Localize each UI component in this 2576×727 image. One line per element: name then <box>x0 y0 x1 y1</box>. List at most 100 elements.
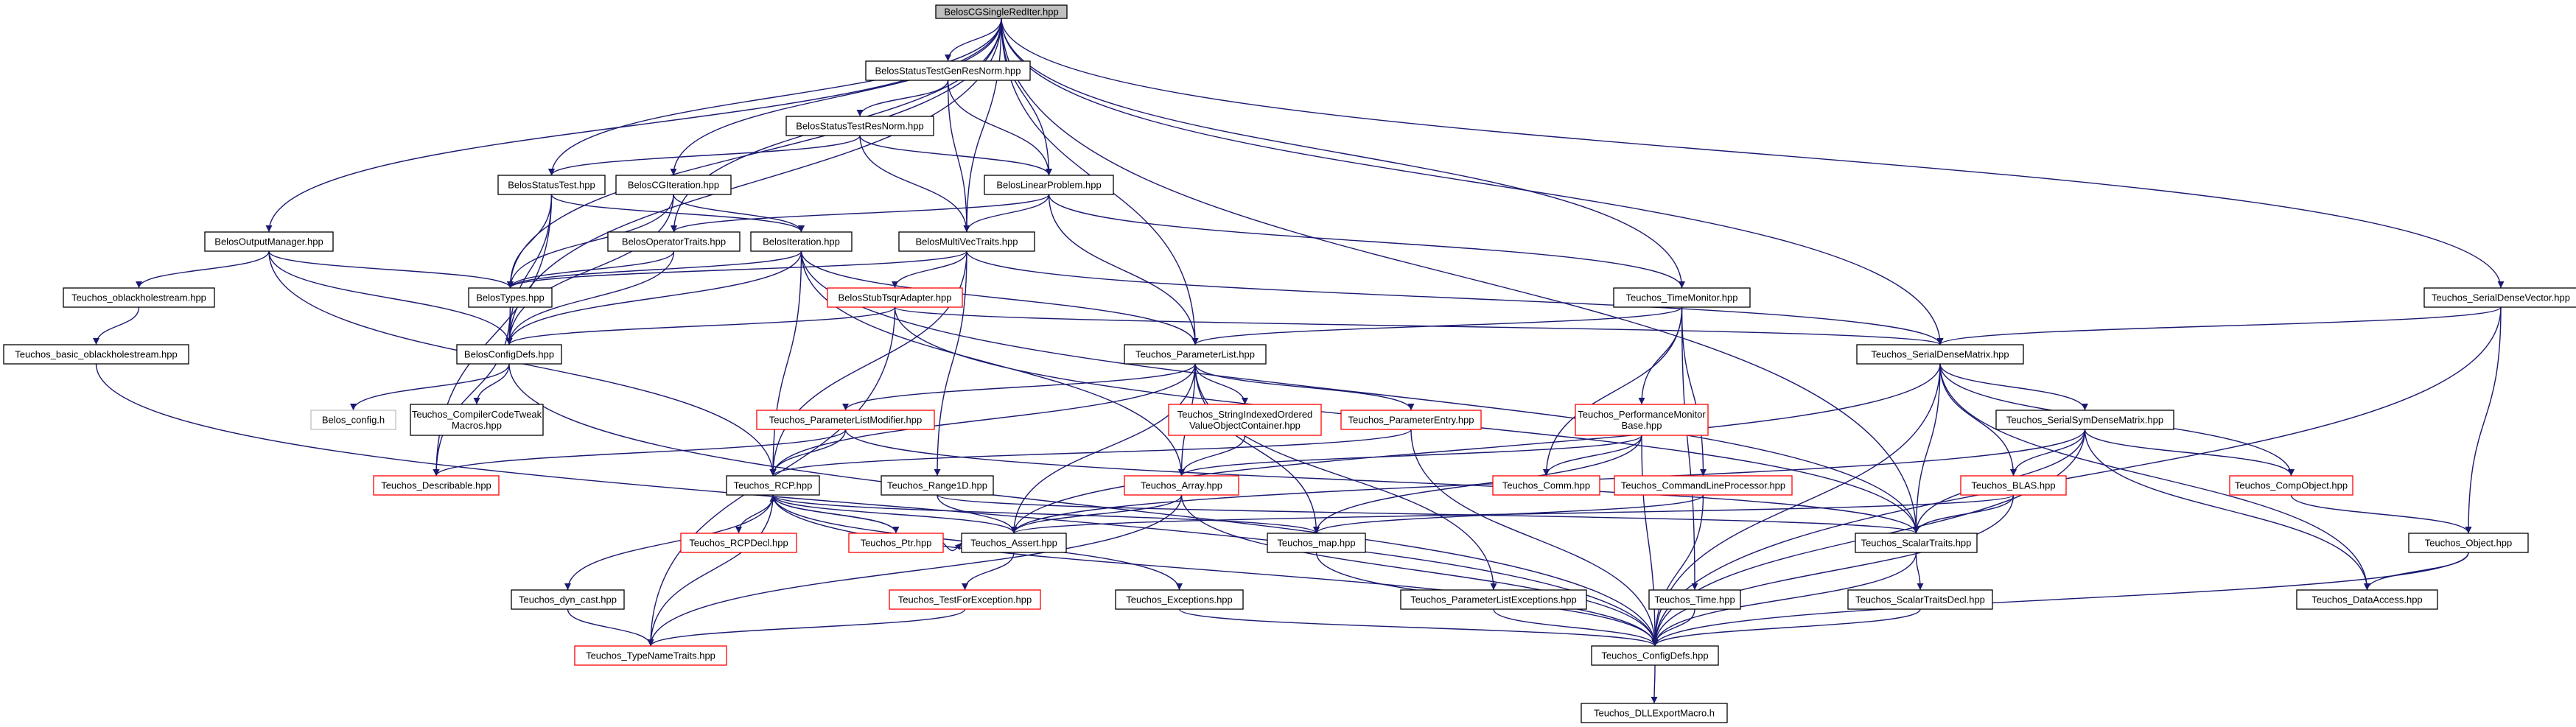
graph-node-array[interactable]: Teuchos_Array.hpp <box>1124 475 1239 496</box>
graph-node-statusTest[interactable]: BelosStatusTest.hpp <box>497 175 606 195</box>
graph-node-testForException[interactable]: Teuchos_TestForException.hpp <box>889 589 1041 610</box>
graph-node-serialDenseVector[interactable]: Teuchos_SerialDenseVector.hpp <box>2423 287 2576 308</box>
graph-node-basicOblackhole[interactable]: Teuchos_basic_oblackholestream.hpp <box>3 344 189 365</box>
graph-node-statusTestResNorm[interactable]: BelosStatusTestResNorm.hpp <box>785 116 934 136</box>
edge-line <box>800 250 1919 534</box>
dependency-edge <box>937 494 1919 534</box>
graph-node-dataAccess[interactable]: Teuchos_DataAccess.hpp <box>2296 589 2438 610</box>
graph-node-ptr[interactable]: Teuchos_Ptr.hpp <box>848 533 944 553</box>
dependency-edge <box>963 194 1050 233</box>
graph-node-rcpDecl[interactable]: Teuchos_RCPDecl.hpp <box>680 533 797 553</box>
graph-node-assert[interactable]: Teuchos_Assert.hpp <box>961 533 1067 553</box>
edge-line <box>1178 435 1246 477</box>
dependency-edge <box>2010 429 2086 477</box>
graph-node-belosTypes[interactable]: BelosTypes.hpp <box>468 287 553 308</box>
graph-node-blas[interactable]: Teuchos_BLAS.hpp <box>1960 475 2067 496</box>
node-label: Teuchos_SerialDenseVector.hpp <box>2432 292 2570 303</box>
dependency-edge <box>564 494 774 591</box>
edge-line <box>894 306 1944 345</box>
edge-line <box>772 494 1320 534</box>
graph-node-timeMonitor[interactable]: Teuchos_TimeMonitor.hpp <box>1613 287 1751 308</box>
graph-node-exceptions[interactable]: Teuchos_Exceptions.hpp <box>1115 589 1244 610</box>
edge-line <box>1194 363 1415 411</box>
node-label: Teuchos_ScalarTraitsDecl.hpp <box>1855 594 1985 605</box>
graph-node-dllExport[interactable]: Teuchos_DLLExportMacro.h <box>1581 703 1728 723</box>
dependency-edge <box>894 306 1944 345</box>
graph-node-cmdLine[interactable]: Teuchos_CommandLineProcessor.hpp <box>1614 475 1793 496</box>
graph-node-oblackhole[interactable]: Teuchos_oblackholestream.hpp <box>63 287 215 308</box>
edge-line <box>947 80 1052 176</box>
dependency-edge <box>268 250 514 289</box>
graph-node-time[interactable]: Teuchos_Time.hpp <box>1648 589 1741 610</box>
graph-node-stubTsqr[interactable]: BelosStubTsqrAdapter.hpp <box>827 287 963 308</box>
node-box <box>785 116 934 136</box>
edge-line <box>505 18 1002 345</box>
node-label: BelosStatusTest.hpp <box>508 180 595 191</box>
graph-node-rcp[interactable]: Teuchos_RCP.hpp <box>726 475 820 496</box>
dependency-edge <box>507 250 675 289</box>
graph-node-parameterList[interactable]: Teuchos_ParameterList.hpp <box>1124 344 1267 365</box>
node-box <box>1847 589 1993 610</box>
graph-node-serialSymDense[interactable]: Teuchos_SerialSymDenseMatrix.hpp <box>1995 410 2174 430</box>
graph-node-operatorTraits[interactable]: BelosOperatorTraits.hpp <box>607 231 741 252</box>
dependency-edge <box>934 250 967 477</box>
graph-node-configDefs[interactable]: Teuchos_ConfigDefs.hpp <box>1591 645 1719 666</box>
dependency-edge <box>800 250 1185 477</box>
graph-node-serialDenseMatrix[interactable]: Teuchos_SerialDenseMatrix.hpp <box>1856 344 2024 365</box>
graph-node-belosConfigH[interactable]: Belos_config.h <box>310 410 396 430</box>
dependency-edge <box>1410 429 1659 647</box>
graph-node-paramListExceptions[interactable]: Teuchos_ParameterListExceptions.hpp <box>1400 589 1587 610</box>
dependency-edge <box>1543 435 1642 477</box>
edge-line <box>842 363 1196 411</box>
graph-node-statusTestGenResNorm[interactable]: BelosStatusTestGenResNorm.hpp <box>865 60 1031 81</box>
dependency-edge <box>772 494 1320 534</box>
graph-node-outputManager[interactable]: BelosOutputManager.hpp <box>204 231 334 252</box>
graph-node-multiVecTraits[interactable]: BelosMultiVecTraits.hpp <box>898 231 1035 252</box>
node-box <box>607 231 741 252</box>
node-box <box>1575 404 1709 436</box>
edge-line <box>844 429 1919 534</box>
node-box <box>2423 287 2576 308</box>
dependency-edge <box>507 250 967 289</box>
graph-node-object[interactable]: Teuchos_Object.hpp <box>2408 533 2529 553</box>
dependency-edge <box>505 18 1002 345</box>
dependency-edge <box>1178 435 1246 477</box>
node-label: Teuchos_Comm.hpp <box>1502 480 1590 491</box>
dependency-edge <box>548 135 861 176</box>
graph-node-typeNameTraits[interactable]: Teuchos_TypeNameTraits.hpp <box>574 645 727 666</box>
graph-node-describable[interactable]: Teuchos_Describable.hpp <box>373 475 500 496</box>
graph-node-cgIteration[interactable]: BelosCGIteration.hpp <box>615 175 732 195</box>
dependency-edge <box>844 429 1919 534</box>
graph-node-linearProblem[interactable]: BelosLinearProblem.hpp <box>984 175 1114 195</box>
graph-node-iteration[interactable]: BelosIteration.hpp <box>750 231 853 252</box>
graph-node-dynCast[interactable]: Teuchos_dyn_cast.hpp <box>511 589 625 610</box>
dependency-edge <box>1001 18 1052 176</box>
graph-node-configDefsBelos[interactable]: BelosConfigDefs.hpp <box>456 344 562 365</box>
node-box <box>1267 533 1366 553</box>
graph-node-scalarTraitsDecl[interactable]: Teuchos_ScalarTraitsDecl.hpp <box>1847 589 1993 610</box>
edge-line <box>772 494 1659 647</box>
dependency-edge <box>1651 494 2015 647</box>
node-box <box>497 175 606 195</box>
dependency-edge <box>136 250 270 289</box>
edge-line <box>1010 494 1183 534</box>
dependency-edge <box>859 135 970 233</box>
dependency-edge <box>1001 18 2505 289</box>
node-box <box>1340 410 1482 430</box>
graph-node-comm[interactable]: Teuchos_Comm.hpp <box>1492 475 1600 496</box>
graph-node-scalarTraits[interactable]: Teuchos_ScalarTraits.hpp <box>1855 533 1978 553</box>
node-box <box>680 533 797 553</box>
node-label: Teuchos_Array.hpp <box>1141 480 1222 491</box>
graph-node-paramListModifier[interactable]: Teuchos_ParameterListModifier.hpp <box>756 410 935 430</box>
graph-node-map[interactable]: Teuchos_map.hpp <box>1267 533 1366 553</box>
dependency-edge <box>1651 552 2469 647</box>
edge-line <box>1010 363 1196 534</box>
graph-node-compObject[interactable]: Teuchos_CompObject.hpp <box>2229 475 2353 496</box>
graph-node-parameterEntry[interactable]: Teuchos_ParameterEntry.hpp <box>1340 410 1482 430</box>
graph-node-range1d[interactable]: Teuchos_Range1D.hpp <box>881 475 994 496</box>
dependency-edge <box>966 250 1944 345</box>
